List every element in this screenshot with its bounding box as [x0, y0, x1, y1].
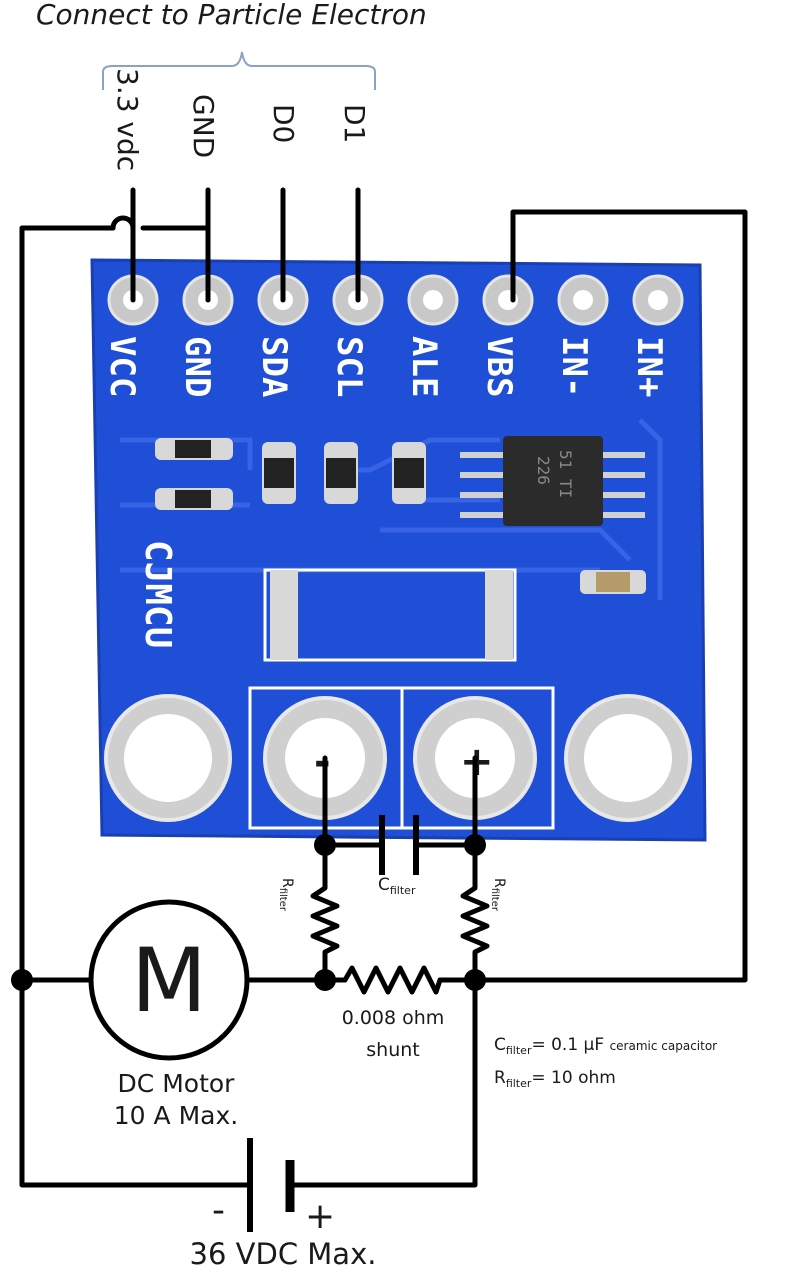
- battery-label: 36 VDC Max.: [190, 1237, 377, 1268]
- header-pads: [107, 274, 684, 326]
- motor-label: DC Motor: [118, 1069, 236, 1098]
- battery-minus: -: [212, 1190, 225, 1231]
- pin-label-d0: D0: [267, 104, 300, 143]
- pin-label-gnd: GND: [187, 94, 220, 158]
- board-pin-vbs: VBS: [479, 336, 519, 397]
- shunt-label-2: shunt: [366, 1039, 419, 1061]
- mounting-holes: [104, 694, 692, 822]
- ina-board: VCC GND SDA SCL ALE VBS IN- IN+ CJMCU: [90, 258, 707, 842]
- cfilter-label: Cfilter: [378, 875, 416, 897]
- rfilter-label-left: Rfilter: [277, 878, 295, 912]
- board-pin-in-plus: IN+: [629, 336, 669, 397]
- terminal-minus-label: -: [314, 739, 331, 785]
- board-pin-ale: ALE: [404, 336, 444, 397]
- header-brace: [102, 51, 376, 90]
- filter-resistor-right: [460, 842, 490, 983]
- junction-dots: [11, 834, 486, 991]
- ina-chip: 51 TI 226: [460, 436, 645, 526]
- note-rfilter: Rfilter= 10 ohm: [494, 1068, 616, 1090]
- note-cfilter: Cfilter= 0.1 µF ceramic capacitor: [494, 1035, 717, 1057]
- pin-label-3v3: 3.3 vdc: [111, 68, 144, 171]
- board-name: CJMCU: [137, 540, 178, 648]
- board-pin-gnd: GND: [177, 336, 217, 397]
- dc-motor: M: [88, 899, 250, 1061]
- rfilter-label-right: Rfilter: [489, 878, 507, 912]
- board-pin-scl: SCL: [329, 336, 369, 397]
- pin-label-d1: D1: [338, 104, 371, 143]
- board-pin-in-minus: IN-: [554, 336, 594, 397]
- motor-symbol: M: [131, 929, 207, 1032]
- motor-rating: 10 A Max.: [114, 1101, 238, 1130]
- chip-marking-2: 226: [534, 456, 553, 485]
- shunt-label: 0.008 ohm: [342, 1007, 445, 1029]
- board-pin-sda: SDA: [254, 336, 294, 397]
- smd-parts: [155, 438, 646, 594]
- battery: [247, 1138, 295, 1232]
- wire-vbs: [472, 209, 748, 983]
- shunt-footprint: [263, 568, 517, 662]
- diagram-title: Connect to Particle Electron: [36, 0, 427, 31]
- filter-capacitor: [379, 815, 419, 875]
- chip-marking-1: 51 TI: [556, 450, 575, 498]
- board-pin-vcc: VCC: [102, 336, 142, 397]
- filter-resistor-left: [310, 842, 340, 983]
- battery-plus: +: [305, 1196, 335, 1237]
- shunt-resistor: [342, 965, 443, 995]
